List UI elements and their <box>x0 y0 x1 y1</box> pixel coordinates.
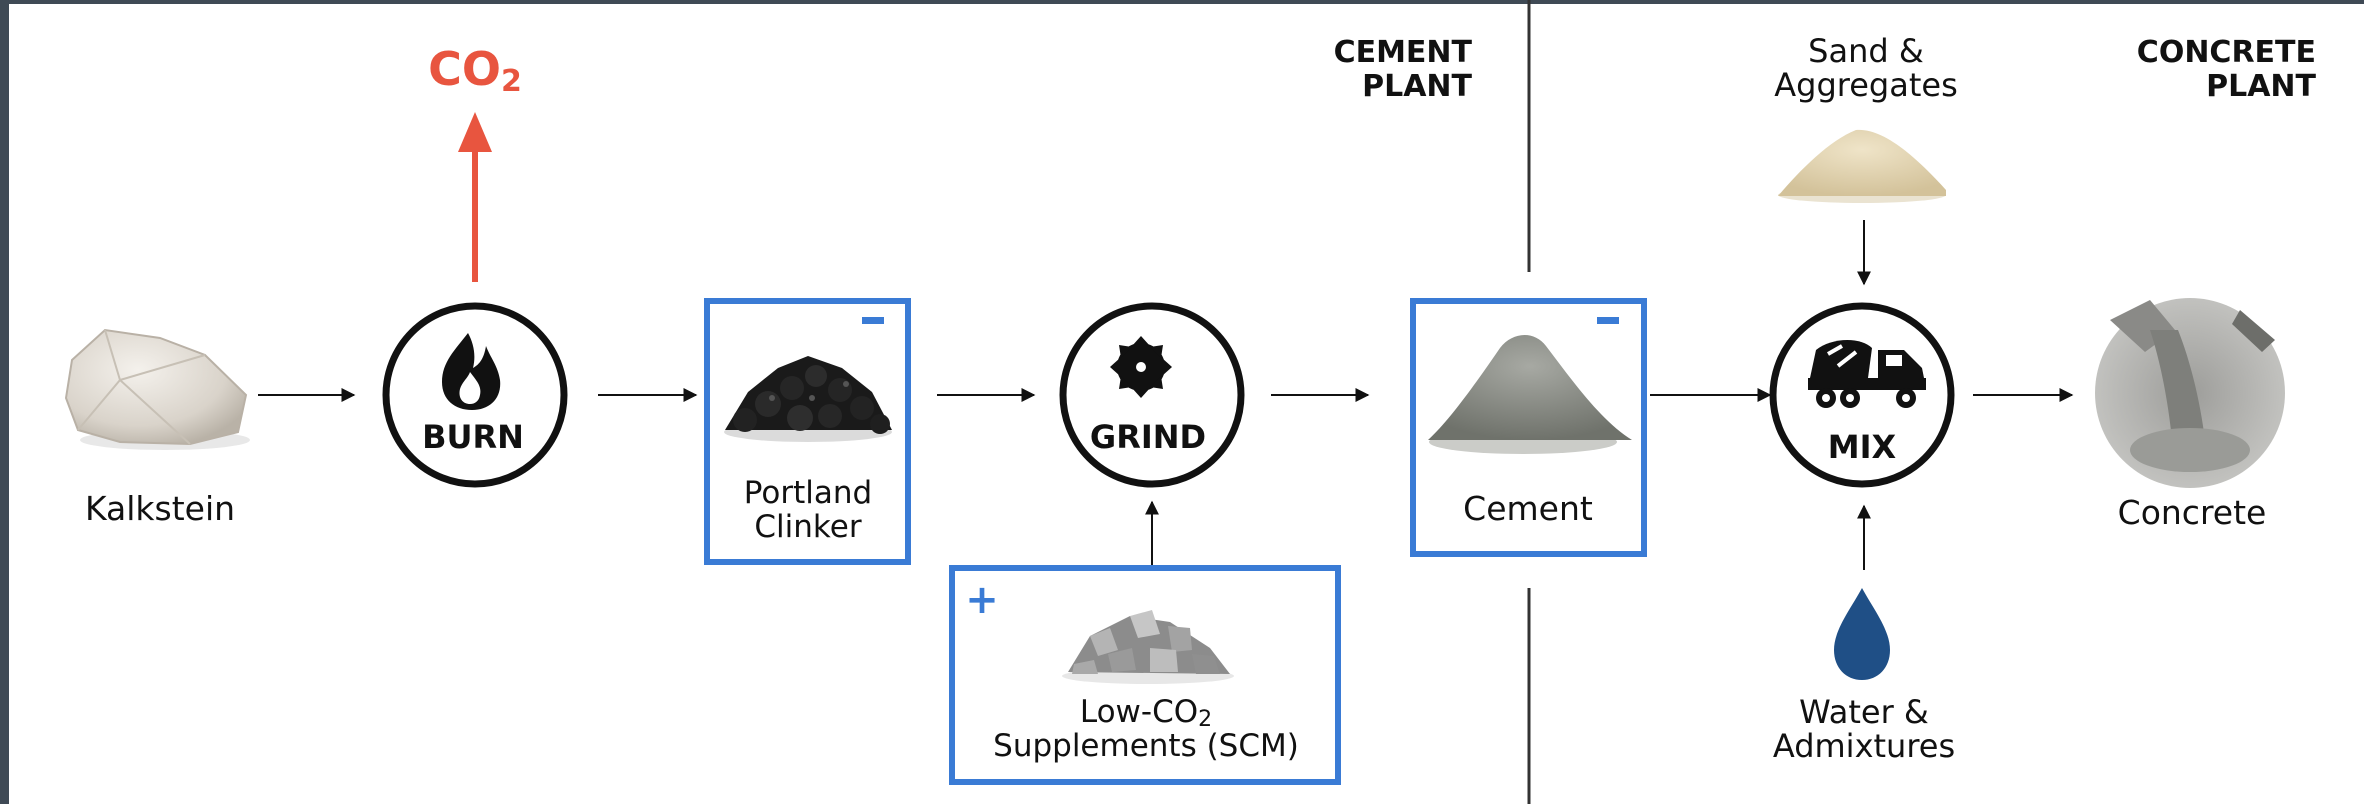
concrete-label: Concrete <box>2118 493 2267 532</box>
saw-blade-icon <box>1110 336 1172 398</box>
limestone-rock-image <box>64 328 250 450</box>
mix-label: MIX <box>1828 428 1897 466</box>
concrete-plant-heading-line2: PLANT <box>2206 69 2316 104</box>
minus-badge <box>1597 317 1619 324</box>
cement-plant-heading-line1: CEMENT <box>1334 35 1473 70</box>
water-label-line2: Admixtures <box>1773 727 1955 765</box>
co2-arrow-head <box>458 112 492 152</box>
plus-badge: + <box>965 577 999 623</box>
sand-label-line2: Aggregates <box>1774 66 1957 104</box>
burn-node: BURN <box>382 302 568 488</box>
grind-label: GRIND <box>1090 418 1206 456</box>
burn-label: BURN <box>422 418 524 456</box>
sand-pile-image <box>1778 129 1946 203</box>
clinker-label-line2: Clinker <box>754 509 861 545</box>
concrete-plant-heading-line1: CONCRETE <box>2137 35 2316 70</box>
cement-label: Cement <box>1463 489 1593 528</box>
cement-box: Cement <box>1410 298 1647 557</box>
concrete-pour-image <box>2095 298 2285 488</box>
mix-node: MIX <box>1769 302 1955 488</box>
clinker-label-line1: Portland <box>744 475 872 511</box>
water-label-line1: Water & <box>1799 693 1929 731</box>
minus-badge <box>862 317 884 324</box>
clinker-pellets-image <box>724 356 892 442</box>
cement-powder-image <box>1428 334 1632 454</box>
co2-label: CO2 <box>428 42 522 99</box>
frame-top <box>0 0 2364 4</box>
kalkstein-label: Kalkstein <box>85 489 235 528</box>
cement-plant-heading-line2: PLANT <box>1362 69 1472 104</box>
scm-box: + Low-CO2 Supplements (SCM) <box>949 565 1341 785</box>
crushed-stone-image <box>1062 610 1234 684</box>
clinker-box: Portland Clinker <box>704 298 911 565</box>
scm-label-line1: Low-CO2 <box>1080 694 1212 732</box>
flame-icon <box>442 333 501 410</box>
scm-label-line2: Supplements (SCM) <box>993 728 1299 764</box>
sand-label-line1: Sand & <box>1808 32 1924 70</box>
water-drop-icon <box>1834 588 1890 680</box>
mixer-truck-icon <box>1808 339 1926 408</box>
frame-left <box>0 0 9 804</box>
grind-node: GRIND <box>1059 302 1245 488</box>
